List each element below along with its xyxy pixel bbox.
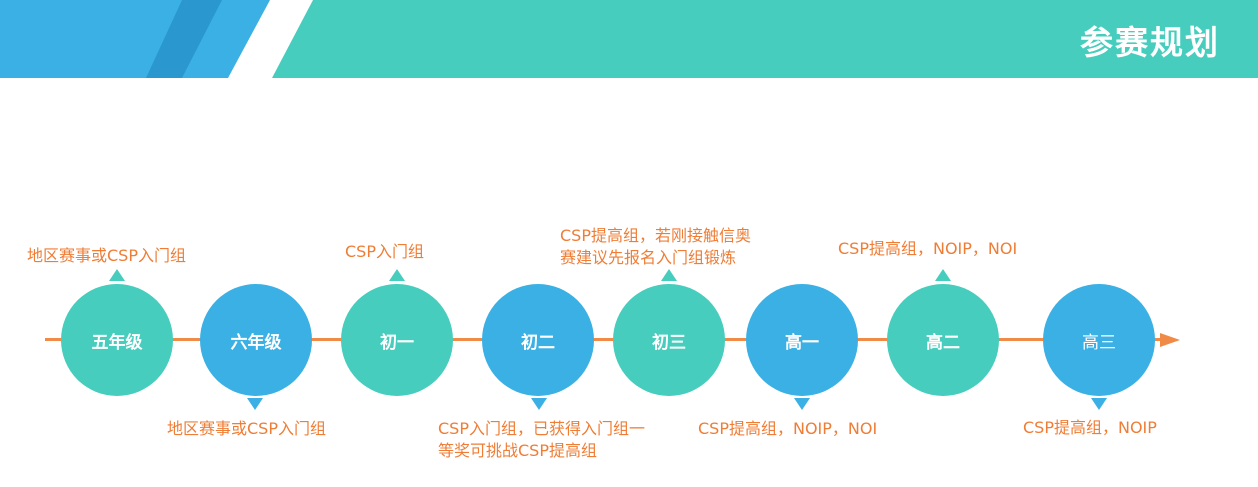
pointer-down-icon [247, 398, 263, 410]
stage-senior2: 高二 [887, 284, 999, 396]
note-senior2: CSP提高组，NOIP，NOI [838, 239, 1018, 258]
stage-label: 高二 [926, 332, 960, 353]
stage-senior3: 高三 [1043, 284, 1155, 396]
pointer-up-icon [389, 269, 405, 281]
page-title: 参赛规划 [1080, 23, 1220, 62]
timeline-line [45, 338, 1160, 341]
stage-label: 高一 [785, 332, 819, 353]
pointer-up-icon [661, 269, 677, 281]
stage-grade6: 六年级 [200, 284, 312, 396]
stage-grade5: 五年级 [61, 284, 173, 396]
note-senior3: CSP提高组，NOIP [1023, 418, 1157, 437]
note-grade5: 地区赛事或CSP入门组 [27, 246, 186, 265]
note-grade6: 地区赛事或CSP入门组 [167, 419, 326, 438]
stage-junior2: 初二 [482, 284, 594, 396]
pointer-down-icon [794, 398, 810, 410]
pointer-up-icon [109, 269, 125, 281]
banner-dark-accent [146, 0, 222, 78]
note-junior1: CSP入门组 [345, 242, 424, 261]
stage-label: 初一 [380, 332, 414, 353]
banner-left-stripe [0, 0, 270, 78]
stage-label: 高三 [1082, 332, 1116, 353]
stage-label: 初三 [652, 332, 686, 353]
note-junior2: CSP入门组，已获得入门组一 等奖可挑战CSP提高组 [438, 419, 645, 460]
note-senior1: CSP提高组，NOIP，NOI [698, 419, 878, 438]
pointer-down-icon [1091, 398, 1107, 410]
pointer-up-icon [935, 269, 951, 281]
timeline-arrow-icon [1160, 333, 1180, 347]
banner-teal-band [272, 0, 1258, 78]
note-junior3: CSP提高组，若刚接触信奥 赛建议先报名入门组锻炼 [560, 226, 751, 267]
stage-label: 五年级 [91, 332, 143, 353]
pointer-down-icon [531, 398, 547, 410]
stage-label: 六年级 [230, 332, 282, 353]
stage-senior1: 高一 [746, 284, 858, 396]
stage-junior3: 初三 [613, 284, 725, 396]
header-banner [0, 0, 1258, 78]
stage-label: 初二 [521, 332, 555, 353]
stage-junior1: 初一 [341, 284, 453, 396]
